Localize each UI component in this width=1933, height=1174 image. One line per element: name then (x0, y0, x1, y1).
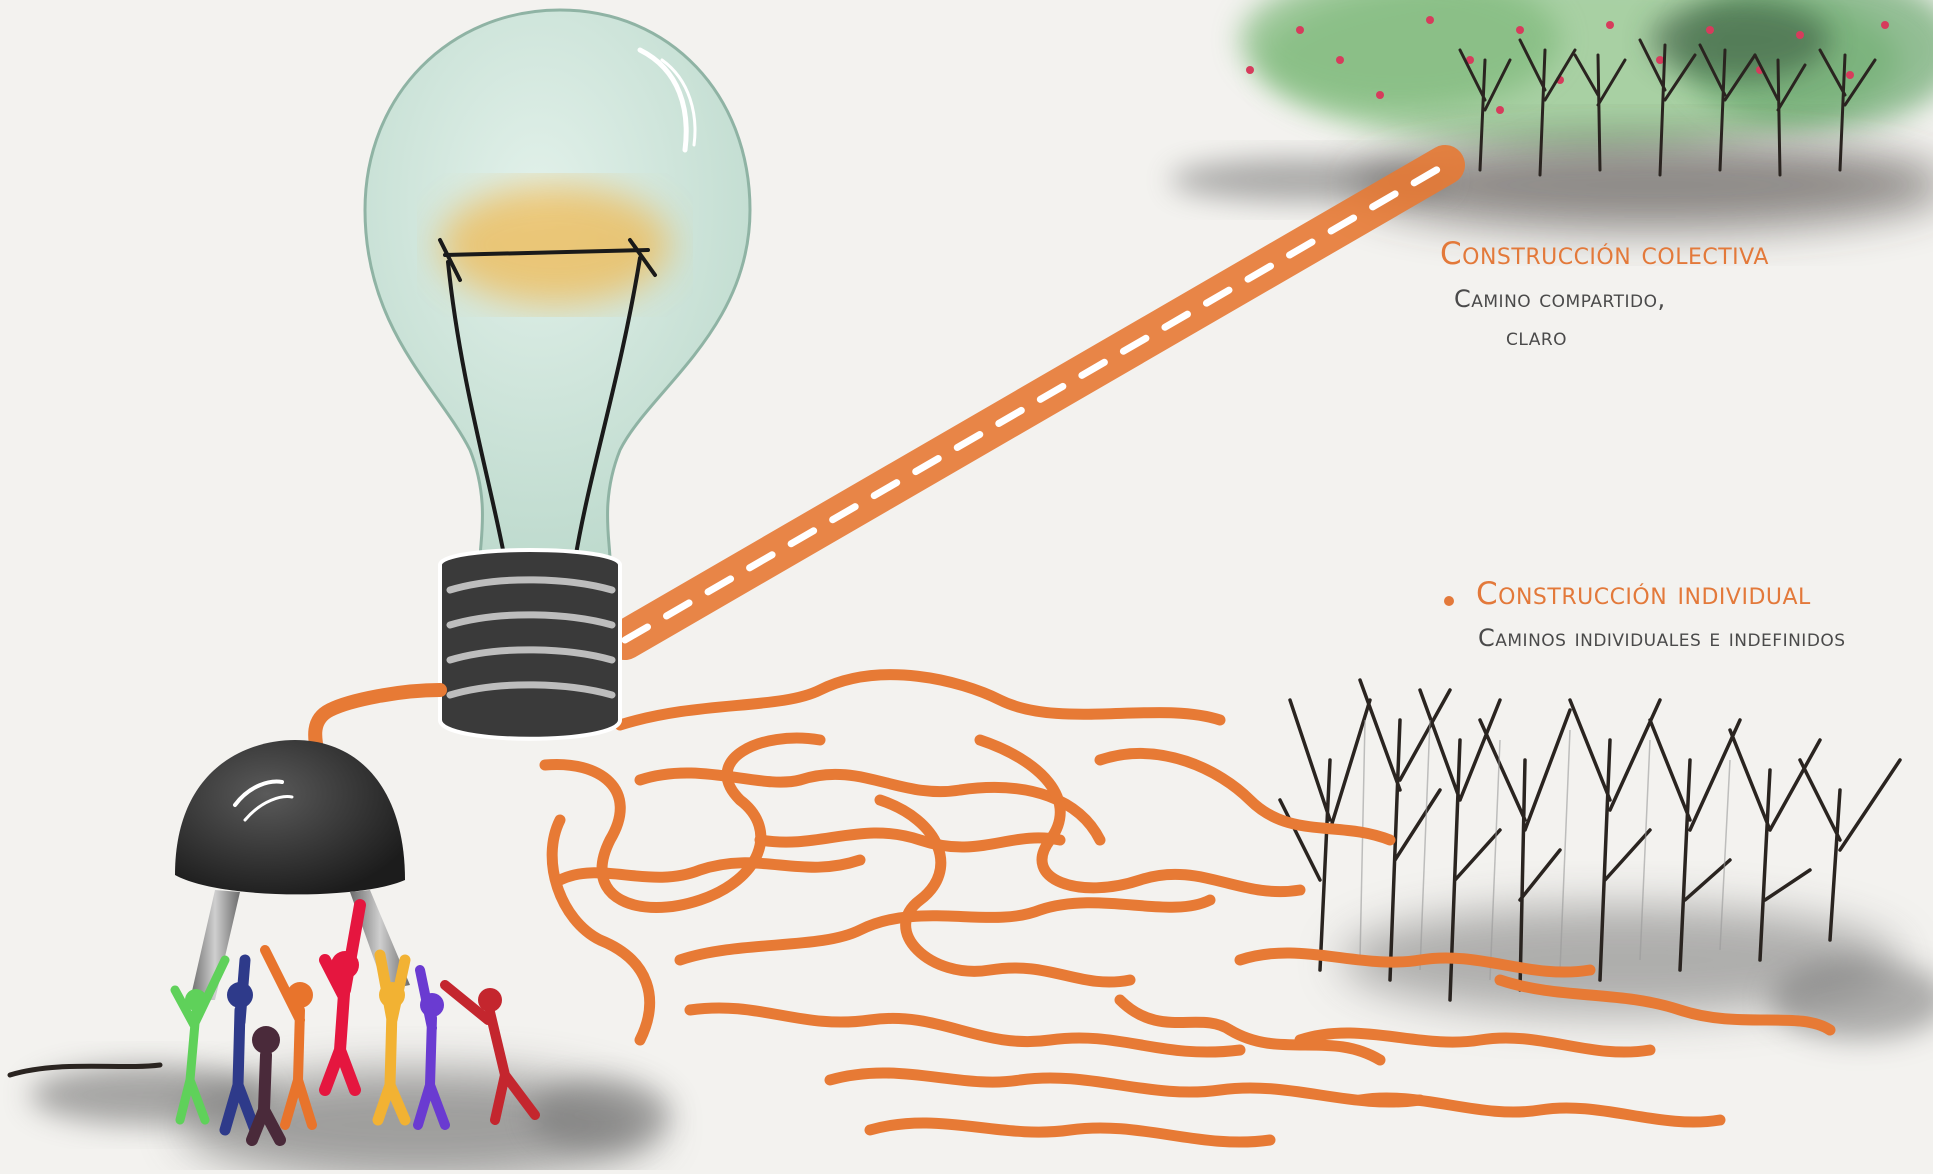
light-bulb-icon (365, 10, 750, 739)
collective-construction-heading: Construcción colectiva (1440, 236, 1769, 272)
bulb-screw-base (440, 550, 620, 739)
individual-description-line-1: Caminos individuales e indefinidos (1478, 624, 1846, 652)
collective-forest (1170, 0, 1933, 230)
bullet-icon (1444, 596, 1454, 606)
person-violet (418, 970, 445, 1125)
lamp-hood (175, 740, 410, 1000)
group-of-people (10, 905, 670, 1170)
collective-description-line-1: Camino compartido, (1454, 285, 1666, 313)
individual-construction-heading: Construcción individual (1476, 576, 1811, 612)
collective-description-line-2: claro (1506, 323, 1567, 351)
bare-trees (1280, 680, 1933, 1040)
person-red (325, 905, 360, 1090)
person-navy (225, 960, 255, 1130)
power-cable (315, 690, 440, 755)
